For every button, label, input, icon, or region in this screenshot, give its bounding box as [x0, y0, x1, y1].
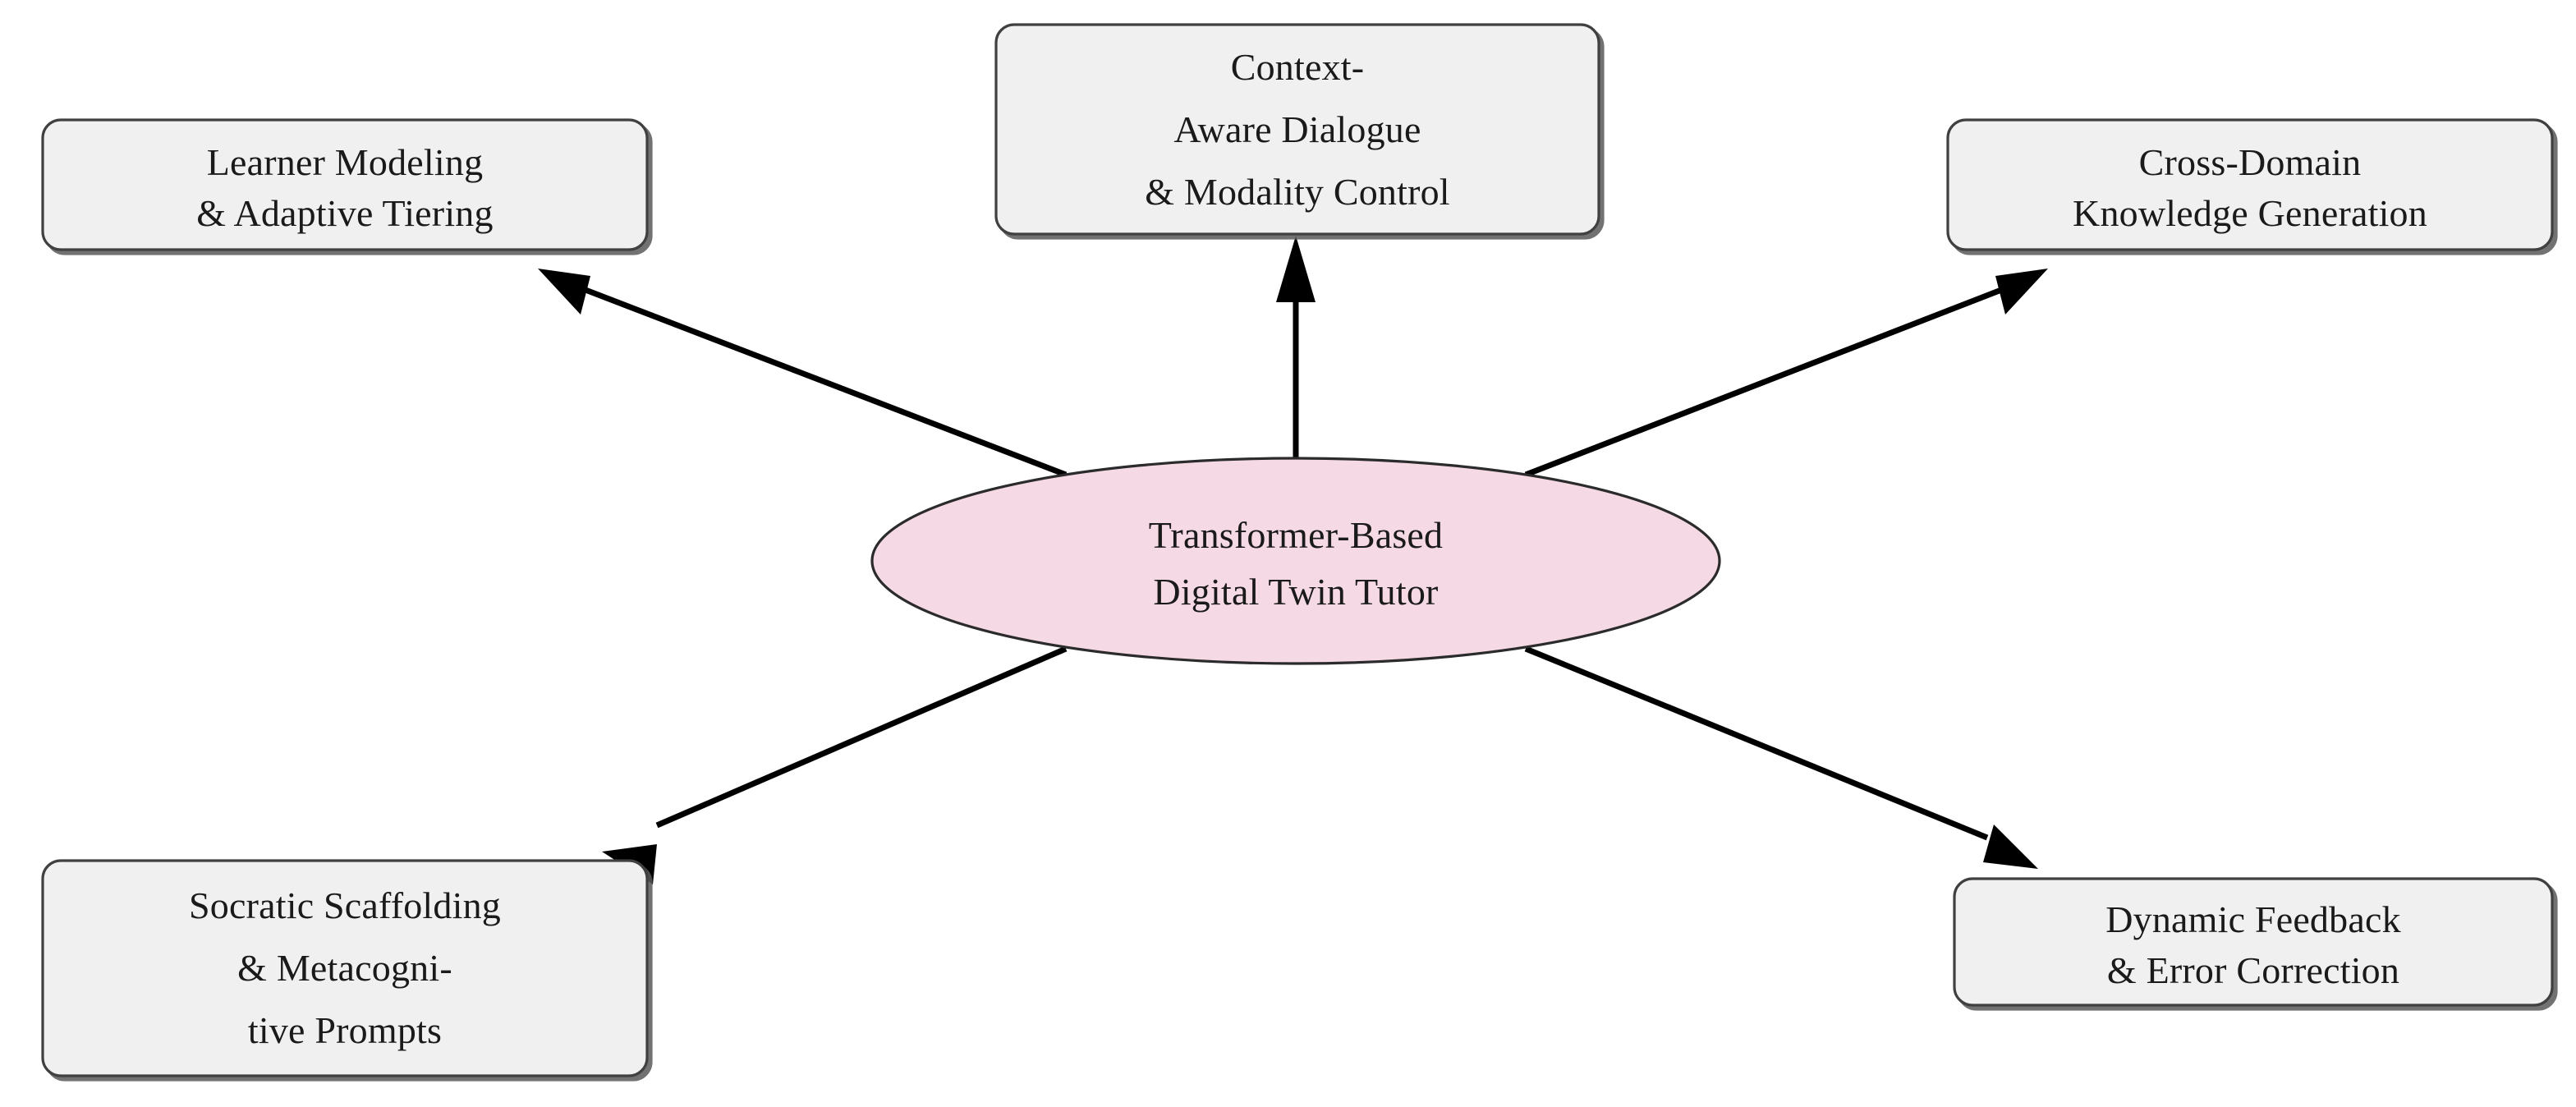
edge-layer — [538, 236, 2048, 884]
node-dynamic-feedback-line-2: & Error Correction — [2107, 949, 2399, 991]
node-cross-domain-knowledge-line-2: Knowledge Generation — [2073, 192, 2427, 234]
node-socratic-scaffolding[interactable]: Socratic Scaffolding & Metacogni- tive P… — [41, 859, 649, 1077]
arrowhead-context-aware-dialogue — [1276, 236, 1316, 302]
edge-line-cross-domain-knowledge — [1524, 282, 2014, 478]
node-dynamic-feedback[interactable]: Dynamic Feedback & Error Correction — [1953, 877, 2554, 1007]
edge-to-socratic-scaffolding — [602, 645, 1068, 884]
edge-line-socratic-scaffolding — [655, 645, 1068, 829]
node-context-aware-dialogue[interactable]: Context- Aware Dialogue & Modality Contr… — [994, 23, 1600, 236]
node-transformer-digital-twin-tutor[interactable]: Transformer-Based Digital Twin Tutor — [870, 457, 1721, 665]
edge-line-learner-modeling — [573, 282, 1068, 478]
edge-to-context-aware-dialogue — [1276, 236, 1316, 462]
node-cross-domain-knowledge-box[interactable] — [1946, 118, 2554, 251]
node-context-aware-dialogue-line-3: & Modality Control — [1145, 171, 1450, 213]
node-socratic-scaffolding-box[interactable] — [41, 859, 649, 1077]
node-dynamic-feedback-line-1: Dynamic Feedback — [2105, 898, 2401, 940]
node-context-aware-dialogue-line-1: Context- — [1231, 46, 1365, 88]
node-context-aware-dialogue-line-2: Aware Dialogue — [1173, 108, 1421, 150]
node-cross-domain-knowledge[interactable]: Cross-Domain Knowledge Generation — [1946, 118, 2554, 251]
edge-to-cross-domain-knowledge — [1524, 269, 2048, 478]
node-socratic-scaffolding-line-2: & Metacogni- — [237, 947, 452, 989]
arrowhead-cross-domain-knowledge — [1995, 269, 2048, 315]
edge-line-dynamic-feedback — [1524, 645, 1989, 841]
edge-to-learner-modeling — [538, 269, 1068, 478]
arrowhead-learner-modeling — [538, 269, 590, 315]
node-learner-modeling[interactable]: Learner Modeling & Adaptive Tiering — [41, 118, 649, 251]
arrowhead-dynamic-feedback — [1983, 825, 2038, 869]
node-learner-modeling-line-2: & Adaptive Tiering — [196, 192, 493, 234]
node-transformer-digital-twin-tutor-ellipse[interactable] — [870, 457, 1721, 665]
node-socratic-scaffolding-line-1: Socratic Scaffolding — [189, 884, 501, 926]
node-context-aware-dialogue-box[interactable] — [994, 23, 1600, 236]
node-dynamic-feedback-box[interactable] — [1953, 877, 2554, 1007]
edge-to-dynamic-feedback — [1524, 645, 2038, 869]
node-learner-modeling-box[interactable] — [41, 118, 649, 251]
node-socratic-scaffolding-line-3: tive Prompts — [248, 1009, 442, 1051]
node-transformer-digital-twin-tutor-line-2: Digital Twin Tutor — [1153, 571, 1438, 613]
node-learner-modeling-line-1: Learner Modeling — [207, 141, 484, 183]
node-transformer-digital-twin-tutor-line-1: Transformer-Based — [1149, 514, 1444, 556]
node-cross-domain-knowledge-line-1: Cross-Domain — [2139, 141, 2362, 183]
